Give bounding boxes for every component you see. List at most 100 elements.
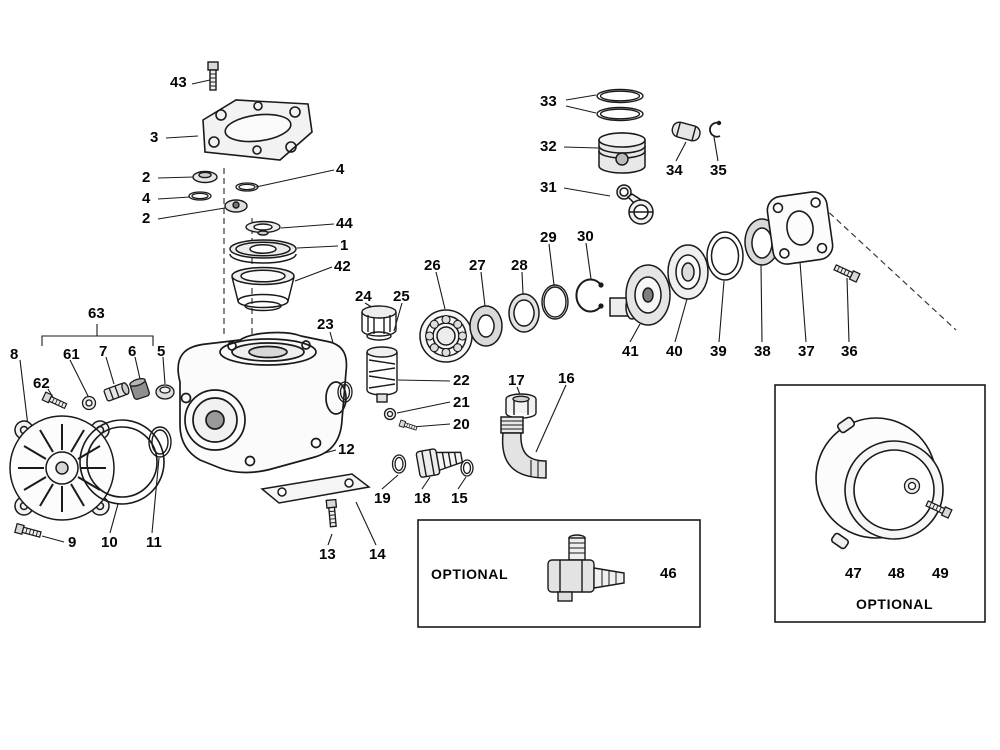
part-bolt-62 — [41, 391, 68, 411]
callout-30: 30 — [577, 228, 594, 245]
part-oring-15 — [460, 459, 474, 477]
optional-right-label: OPTIONAL — [856, 596, 934, 612]
callout-29: 29 — [540, 229, 557, 246]
callout-31: 31 — [540, 179, 557, 196]
part-bearing-cup-40 — [667, 244, 709, 300]
part-snap-ring-30 — [575, 278, 604, 313]
part-seal-27 — [469, 305, 503, 347]
callout-4-upper: 4 — [142, 190, 151, 207]
part-bell-housing-42 — [231, 266, 295, 312]
callout-13: 13 — [319, 546, 336, 563]
callout-37: 37 — [798, 343, 815, 360]
part-wrist-pin-34 — [671, 121, 701, 142]
callout-42: 42 — [334, 258, 351, 275]
part-cap-2-lower — [224, 199, 248, 213]
callout-63: 63 — [88, 305, 105, 322]
part-oring-23 — [337, 381, 353, 403]
part-cap-24 — [361, 305, 397, 341]
part-housing-47 — [815, 416, 944, 550]
callout-41: 41 — [622, 343, 639, 360]
callout-22: 22 — [453, 372, 470, 389]
part-ring-29 — [541, 284, 569, 320]
callout-47: 47 — [845, 565, 862, 582]
callout-16: 16 — [558, 370, 575, 387]
part-bolt-13 — [325, 498, 339, 528]
callout-8: 8 — [10, 346, 19, 363]
part-circlip-35 — [709, 120, 722, 138]
part-elbow-6 — [129, 377, 150, 400]
part-crankshaft-41 — [609, 264, 671, 326]
part-pump-body-12 — [177, 331, 348, 474]
part-diaphragm-cover-10 — [79, 419, 165, 505]
part-ring-28 — [508, 293, 540, 333]
callout-20: 20 — [453, 416, 470, 433]
part-bolt-43 — [207, 61, 219, 91]
part-valve-44 — [245, 220, 281, 236]
callout-5: 5 — [157, 343, 166, 360]
callout-38: 38 — [754, 343, 771, 360]
part-nipple-18 — [415, 448, 464, 478]
part-elbow-16 — [500, 416, 547, 479]
part-fitting-7 — [103, 382, 130, 402]
part-connecting-rod-31 — [616, 184, 654, 225]
callout-28: 28 — [511, 257, 528, 274]
part-valve-cover-3 — [202, 99, 313, 161]
callout-11: 11 — [146, 534, 162, 551]
callout-48: 48 — [888, 565, 905, 582]
part-screw-20 — [398, 419, 418, 432]
callout-7: 7 — [99, 343, 108, 360]
callout-26: 26 — [424, 257, 441, 274]
callout-49: 49 — [932, 565, 949, 582]
part-plug-5 — [155, 384, 175, 400]
part-diaphragm-1 — [229, 239, 297, 264]
callout-36: 36 — [841, 343, 858, 360]
part-fan-cover-8 — [9, 415, 115, 521]
callout-27: 27 — [469, 257, 486, 274]
part-oring-4-upper — [188, 191, 212, 201]
callout-34: 34 — [666, 162, 683, 179]
callout-18: 18 — [414, 490, 431, 507]
callout-44: 44 — [336, 215, 353, 232]
callout-46: 46 — [660, 565, 677, 582]
callout-2-upper: 2 — [142, 169, 151, 186]
part-piston-rings-33 — [596, 88, 644, 122]
callout-32: 32 — [540, 138, 557, 155]
callout-33: 33 — [540, 93, 557, 110]
part-nut-17 — [505, 393, 537, 419]
part-oring-19 — [391, 454, 407, 474]
callout-24: 24 — [355, 288, 372, 305]
callout-62: 62 — [33, 375, 50, 392]
callout-3: 3 — [150, 129, 159, 146]
callout-43: 43 — [170, 74, 187, 91]
part-piston-32 — [598, 132, 646, 174]
callout-6: 6 — [128, 343, 137, 360]
leader-lines — [19, 79, 942, 578]
centerline-dashed — [223, 168, 957, 338]
callout-2-lower: 2 — [142, 210, 151, 227]
callout-25: 25 — [393, 288, 410, 305]
callout-12: 12 — [338, 441, 355, 458]
callout-39: 39 — [710, 343, 727, 360]
part-bolt-9 — [14, 523, 43, 540]
callout-40: 40 — [666, 343, 683, 360]
part-bracket-14 — [260, 473, 371, 504]
part-ring-39 — [706, 231, 744, 281]
callout-10: 10 — [101, 534, 118, 551]
callout-14: 14 — [369, 546, 386, 563]
callout-4-right: 4 — [336, 161, 345, 178]
callout-21: 21 — [453, 394, 470, 411]
part-cap-2-upper — [192, 170, 218, 184]
callout-1: 1 — [340, 237, 349, 254]
part-oring-11 — [148, 426, 172, 458]
callout-35: 35 — [710, 162, 727, 179]
part-oring-4-right — [235, 182, 259, 192]
callout-23: 23 — [317, 316, 334, 333]
part-washer-48 — [903, 477, 921, 495]
part-washer-21 — [383, 407, 397, 421]
part-washer-61 — [81, 395, 97, 411]
optional-center-label: OPTIONAL — [431, 566, 509, 582]
callout-17: 17 — [508, 372, 525, 389]
callout-15: 15 — [451, 490, 468, 507]
